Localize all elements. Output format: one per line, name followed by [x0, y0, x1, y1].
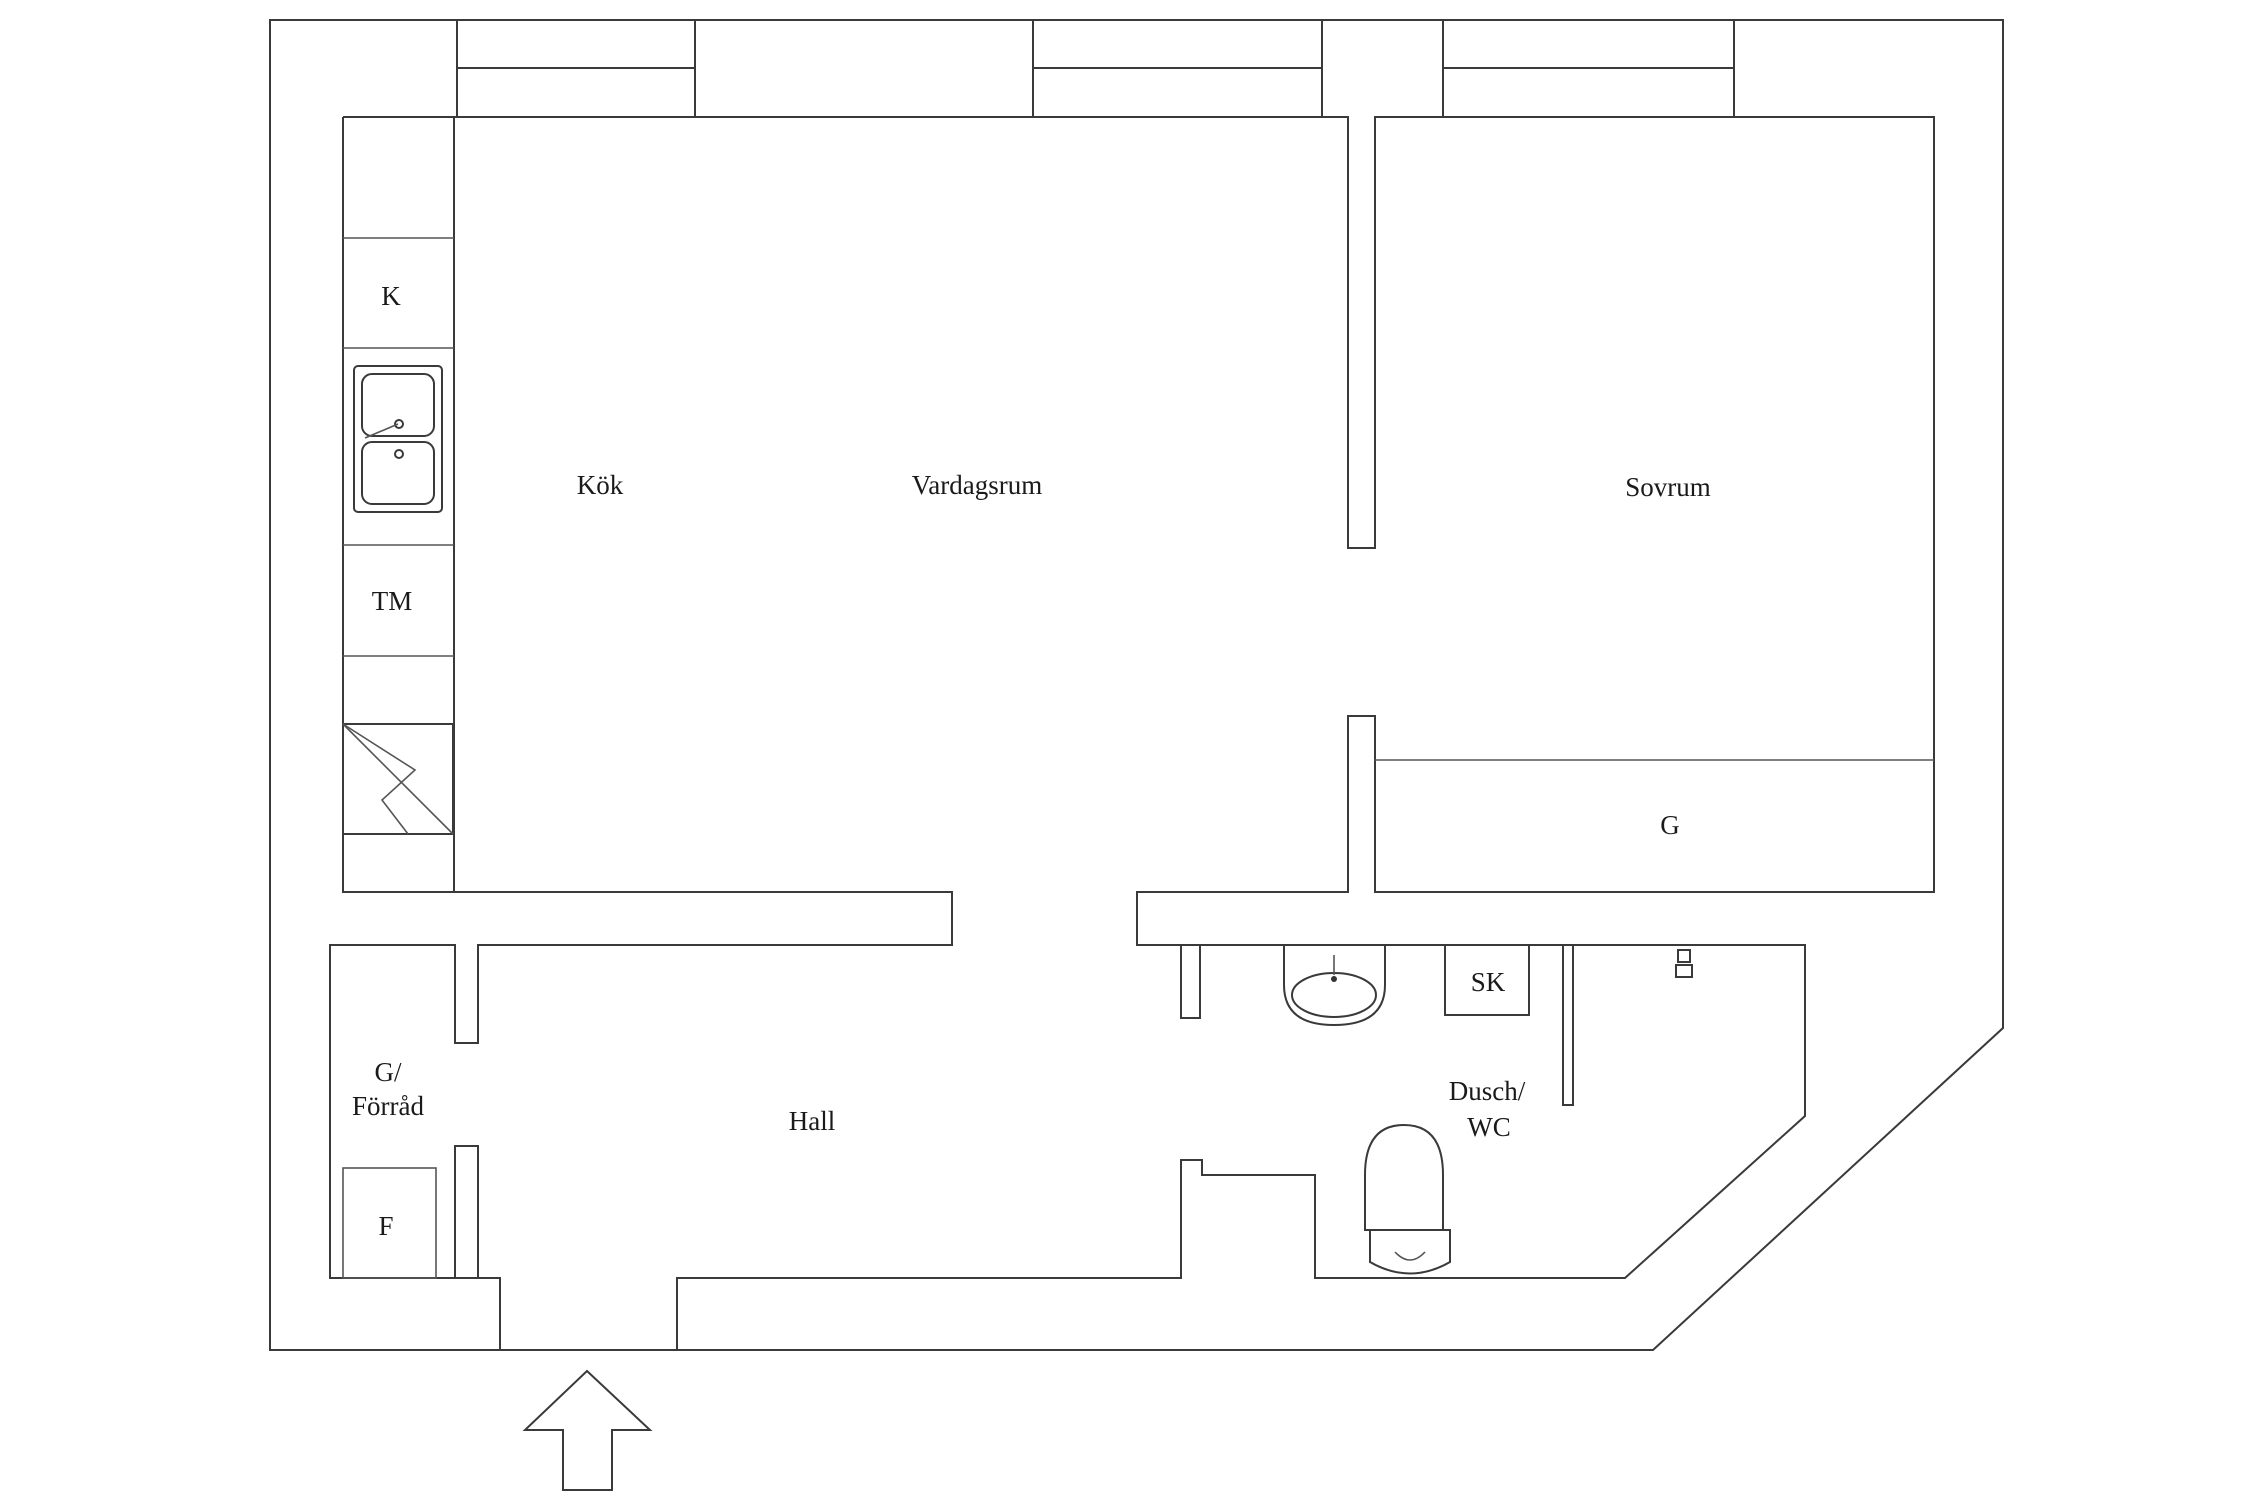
room-label-g-forrad-2: Förråd [352, 1091, 424, 1121]
kitchen-sink-icon [353, 365, 443, 513]
room-label-g-forrad-1: G/ [375, 1057, 402, 1087]
room-label-sovrum: Sovrum [1625, 472, 1711, 502]
exterior-wall [269, 19, 2004, 1351]
sk-cabinet [1444, 944, 1530, 1016]
fixture-label-k: K [381, 281, 401, 311]
fixture-label-g: G [1660, 810, 1680, 840]
room-label-vardagsrum: Vardagsrum [912, 470, 1042, 500]
shower-head-icon [1675, 949, 1693, 978]
shower-partition [1562, 945, 1574, 1106]
kitchen-counter [343, 116, 455, 893]
windows [456, 20, 1735, 118]
interior-wall-lower [676, 892, 1806, 1350]
room-label-dusch-wc-2: WC [1467, 1112, 1511, 1142]
fixture-label-tm: TM [372, 586, 413, 616]
fixture-label-sk: SK [1471, 967, 1506, 997]
room-label-hall: Hall [789, 1106, 836, 1136]
kitchen-wall [329, 117, 953, 1279]
washbasin-icon [1283, 944, 1386, 1027]
toilet-icon [1364, 1123, 1451, 1275]
room-label-kok: Kök [577, 470, 624, 500]
stove-icon [342, 723, 454, 835]
storage-f-box [342, 1167, 437, 1279]
room-label-dusch-wc-1: Dusch/ [1449, 1076, 1526, 1106]
entrance-arrow-icon [522, 1369, 653, 1491]
interior-wall-upper [343, 116, 1935, 1019]
fixture-label-f: F [378, 1211, 393, 1241]
entrance-left-jamb [435, 1145, 501, 1350]
